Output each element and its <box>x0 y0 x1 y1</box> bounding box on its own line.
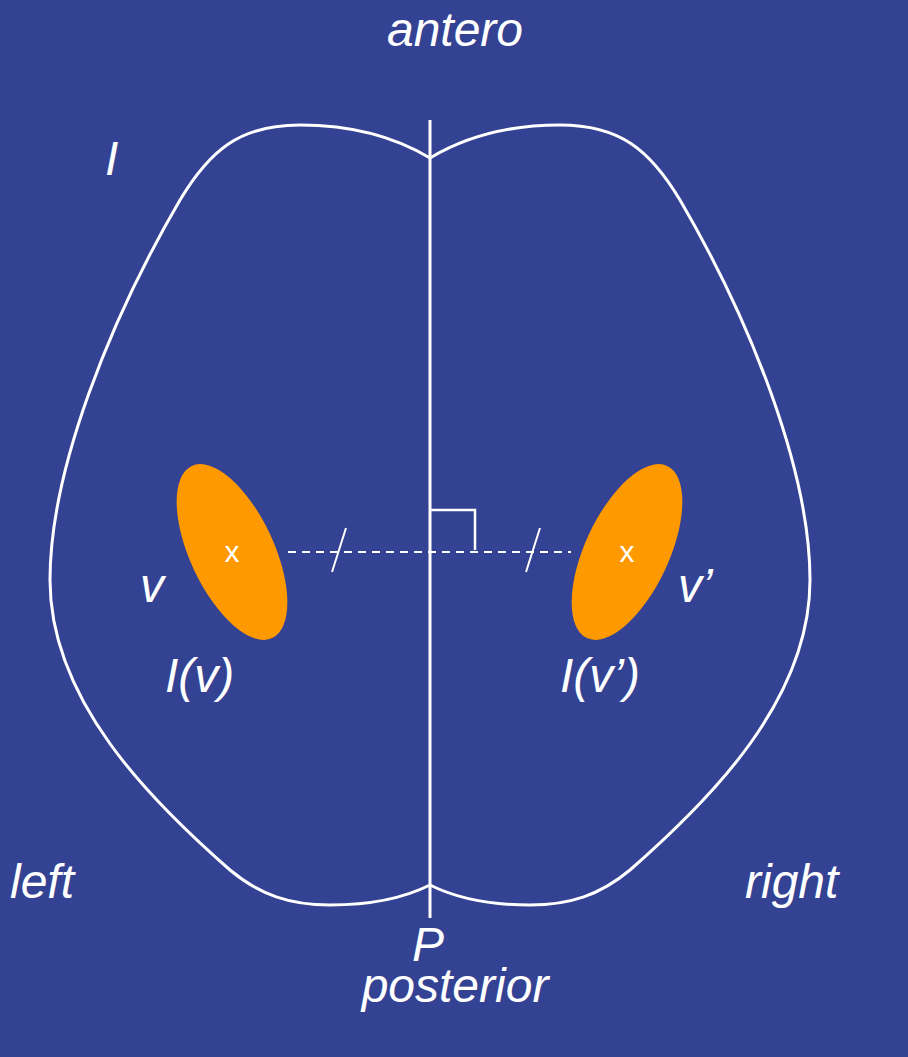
annotation-label: I(v’) <box>560 652 640 700</box>
activation-region: x <box>176 464 288 640</box>
annotation-label: right <box>745 858 838 906</box>
annotation-label: v’ <box>678 562 713 610</box>
symmetry-connector <box>288 551 571 553</box>
voxel-mark: x <box>225 537 240 567</box>
annotation-label: posterior <box>362 962 549 1010</box>
equal-tick <box>332 528 346 572</box>
annotation-label: I(v) <box>165 652 234 700</box>
annotation-label: v <box>140 562 164 610</box>
annotation-label: antero <box>387 6 523 54</box>
midline-plane <box>429 120 432 918</box>
equal-tick <box>526 528 540 572</box>
annotation-label: left <box>10 858 74 906</box>
right-angle-mark <box>430 510 475 550</box>
activation-region: x <box>571 464 683 640</box>
voxel-mark: x <box>620 537 635 567</box>
annotation-label: I <box>105 135 118 183</box>
